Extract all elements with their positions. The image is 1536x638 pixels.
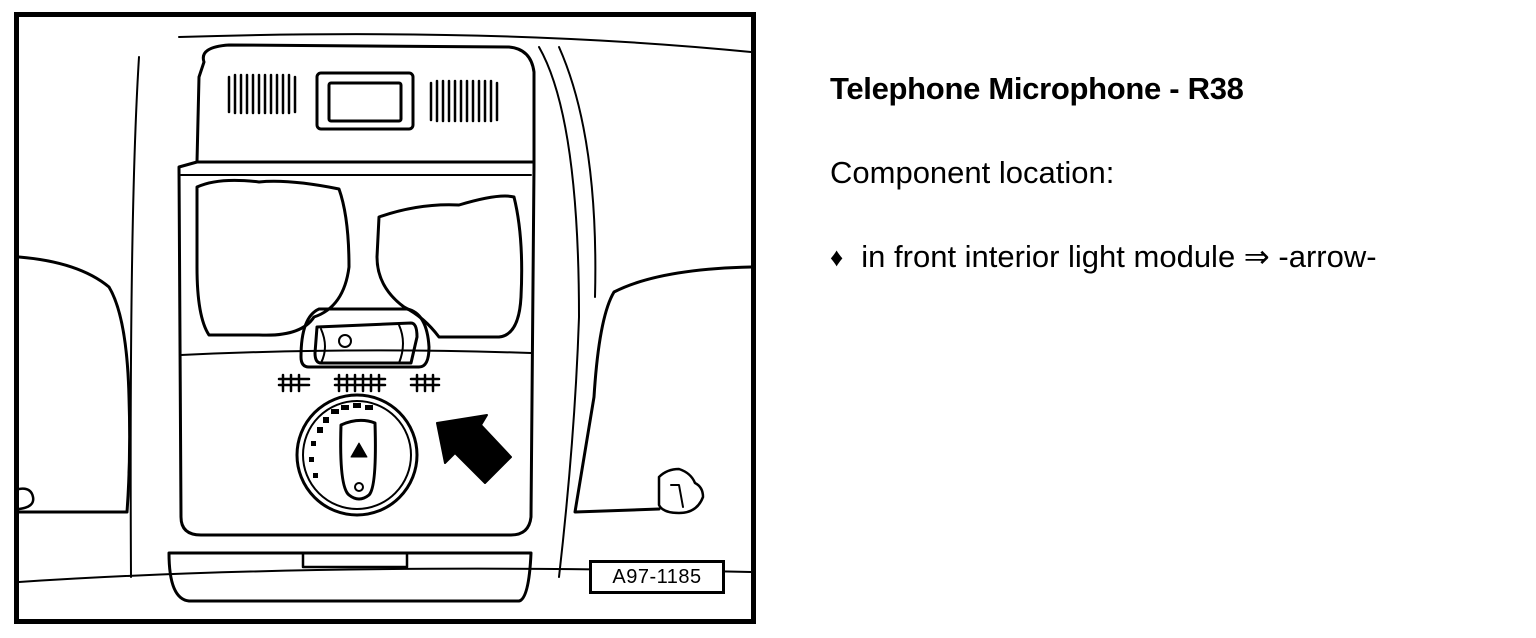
component-title: Telephone Microphone - R38 <box>830 71 1244 106</box>
component-illustration: A97-1185 <box>14 12 756 624</box>
location-label: Component location: <box>830 155 1115 190</box>
location-bullet: ♦ in front interior light module ⇒ -arro… <box>830 234 1520 280</box>
description-panel: Telephone Microphone - R38 Component loc… <box>830 66 1520 280</box>
interior-light-module-drawing <box>19 33 751 603</box>
location-text: in front interior light module ⇒ -arrow- <box>861 239 1377 274</box>
figure-id-label: A97-1185 <box>589 560 725 594</box>
diamond-bullet-icon: ♦ <box>830 242 844 272</box>
